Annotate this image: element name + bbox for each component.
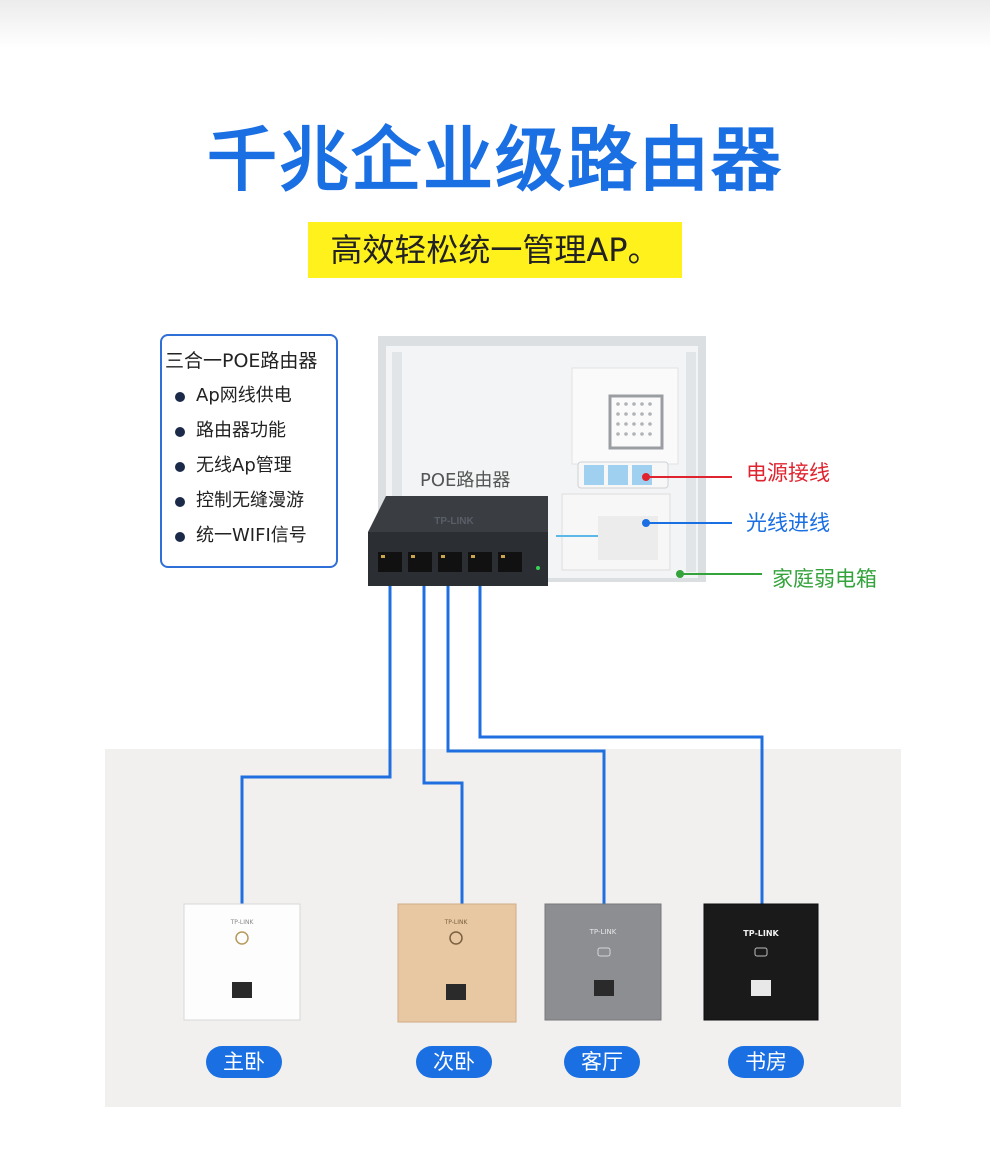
callout-power: 电源接线: [746, 461, 830, 485]
svg-text:TP-LINK: TP-LINK: [444, 919, 469, 926]
cable-master-bedroom: [240, 586, 392, 904]
feature-item: 统一WIFI信号: [162, 524, 307, 559]
svg-text:TP-LINK: TP-LINK: [589, 928, 617, 936]
bullet-icon: [175, 427, 185, 437]
bullet-icon: [175, 497, 185, 507]
callout-box-line: [676, 570, 762, 578]
feature-item: 控制无缝漫游: [162, 489, 307, 524]
callout-fiber: 光线进线: [746, 511, 830, 535]
callout-box: 家庭弱电箱: [772, 567, 877, 591]
bullet-icon: [175, 392, 185, 402]
ap-master-bedroom: TP-LINK: [183, 903, 301, 1021]
room-tag-master-bedroom: 主卧: [206, 1046, 282, 1078]
room-tag-living-room: 客厅: [564, 1046, 640, 1078]
page-subtitle: 高效轻松统一管理AP。: [308, 222, 682, 278]
feature-item: 路由器功能: [162, 419, 307, 454]
cable-living-room: [446, 586, 606, 904]
svg-text:TP-LINK: TP-LINK: [230, 919, 255, 926]
ap-living-room: TP-LINK: [544, 903, 662, 1021]
room-tag-study: 书房: [728, 1046, 804, 1078]
poe-router: TP-LINK: [368, 496, 548, 586]
cable-second-bedroom: [422, 586, 464, 904]
svg-text:TP-LINK: TP-LINK: [434, 516, 474, 527]
page-title: 千兆企业级路由器: [207, 119, 783, 201]
callout-fiber-line: [642, 519, 732, 527]
weak-current-box: [378, 336, 706, 582]
svg-text:TP-LINK: TP-LINK: [743, 929, 779, 938]
feature-box: 三合一POE路由器 Ap网线供电 路由器功能 无线Ap管理 控制无缝漫游 统一W…: [160, 334, 338, 568]
feature-item: Ap网线供电: [162, 384, 307, 419]
top-shade: [0, 0, 990, 48]
cable-study: [478, 586, 764, 904]
bullet-icon: [175, 462, 185, 472]
room-tag-second-bedroom: 次卧: [416, 1046, 492, 1078]
router-caption: POE路由器: [420, 470, 511, 491]
feature-item: 无线Ap管理: [162, 454, 307, 489]
callout-power-line: [642, 473, 732, 481]
ethernet-cables: [240, 586, 764, 904]
ap-study: TP-LINK: [703, 903, 819, 1021]
ap-second-bedroom: TP-LINK: [397, 903, 517, 1023]
bullet-icon: [175, 532, 185, 542]
feature-list: Ap网线供电 路由器功能 无线Ap管理 控制无缝漫游 统一WIFI信号: [162, 384, 307, 559]
feature-title: 三合一POE路由器: [165, 350, 318, 372]
